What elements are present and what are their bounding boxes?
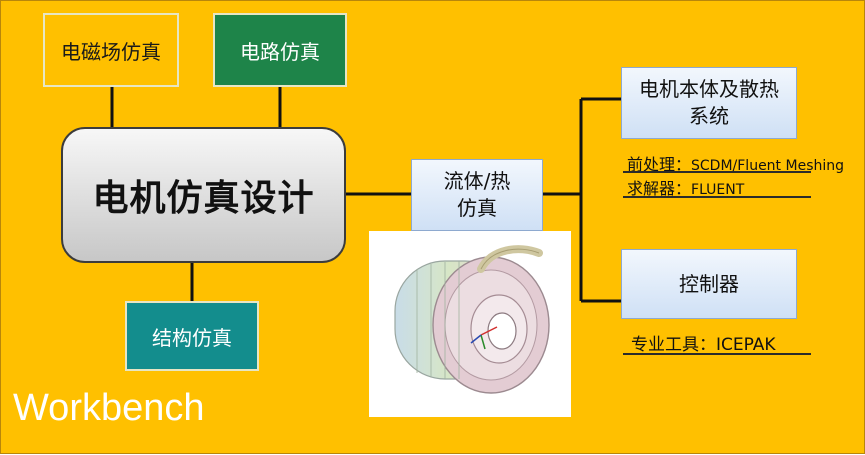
tool-underline: [623, 353, 811, 355]
preprocess-label: 前处理：: [627, 155, 692, 174]
solver-label: 求解器：: [627, 179, 692, 198]
motor-model-illustration: [394, 245, 550, 394]
motor-cooling-system-label-1: 电机本体及散热: [639, 77, 779, 101]
preprocess-value: SCDM/Fluent Meshing: [691, 158, 845, 174]
motor-sim-design-box: 电机仿真设计: [61, 127, 346, 263]
structural-sim-label: 结构仿真: [152, 325, 232, 350]
preprocess-info: 前处理：SCDM/Fluent Meshing: [627, 151, 844, 175]
fluid-thermal-sim-label-1: 流体/热: [443, 169, 511, 193]
em-field-sim-box: 电磁场仿真: [43, 13, 179, 87]
circuit-sim-box: 电路仿真: [213, 13, 347, 87]
workbench-label: Workbench: [13, 387, 205, 429]
motor-cooling-system-label-2: 系统: [689, 104, 729, 128]
tool-value: ICEPAK: [716, 335, 776, 355]
structural-sim-box: 结构仿真: [125, 301, 259, 371]
tool-label: 专业工具：: [631, 335, 716, 355]
controller-box: 控制器: [621, 249, 797, 319]
solver-underline: [623, 196, 811, 198]
controller-label: 控制器: [679, 271, 739, 296]
preprocess-underline: [623, 171, 811, 173]
fluid-thermal-sim-label-2: 仿真: [457, 196, 497, 220]
motor-model-image: [369, 231, 571, 417]
tool-info: 专业工具：ICEPAK: [631, 330, 776, 355]
em-field-sim-label: 电磁场仿真: [61, 39, 161, 64]
motor-sim-design-label: 电机仿真设计: [92, 178, 315, 219]
solver-info: 求解器：FLUENT: [627, 175, 744, 199]
fluid-thermal-sim-box: 流体/热 仿真: [411, 159, 543, 231]
solver-value: FLUENT: [691, 182, 745, 198]
motor-cooling-system-box: 电机本体及散热 系统: [621, 67, 797, 139]
circuit-sim-label: 电路仿真: [240, 39, 320, 64]
